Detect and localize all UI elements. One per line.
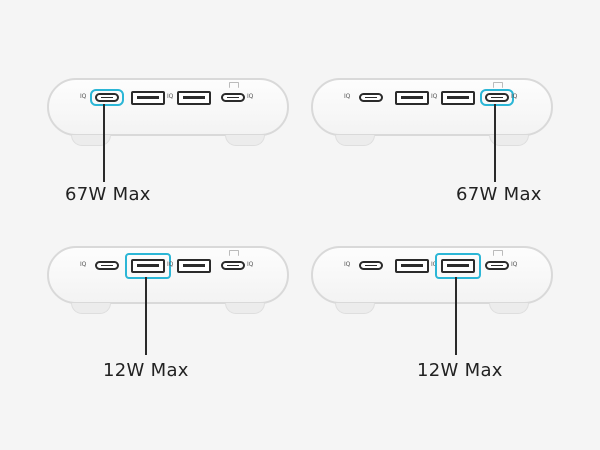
usb-c-port-1 bbox=[95, 261, 119, 270]
device-foot bbox=[335, 303, 375, 314]
led-indicator bbox=[493, 250, 503, 256]
power-label: 67W Max bbox=[65, 184, 151, 205]
power-label: 12W Max bbox=[417, 360, 503, 381]
callout-line bbox=[455, 277, 457, 355]
device-foot bbox=[489, 303, 529, 314]
usb-a-port-2 bbox=[441, 259, 475, 273]
device-foot bbox=[225, 135, 265, 146]
usb-a-port-2 bbox=[177, 259, 211, 273]
usb-c-port-2 bbox=[221, 93, 245, 102]
power-bank-bottom-right: IQ IQ IQ bbox=[311, 246, 553, 314]
power-bank-bottom-left: IQ IQ IQ bbox=[47, 246, 289, 314]
usb-c-port-1 bbox=[359, 261, 383, 270]
power-label: 67W Max bbox=[456, 184, 542, 205]
led-indicator bbox=[493, 82, 503, 88]
usb-a-port-1 bbox=[395, 259, 429, 273]
iq-marking: IQ bbox=[511, 261, 518, 268]
power-bank-top-left: IQ IQ IQ bbox=[47, 78, 289, 146]
callout-line bbox=[103, 104, 105, 182]
usb-c-port-2 bbox=[485, 261, 509, 270]
usb-c-port-1 bbox=[95, 93, 119, 102]
iq-marking: IQ bbox=[167, 261, 174, 268]
usb-a-port-2 bbox=[177, 91, 211, 105]
device-foot bbox=[225, 303, 265, 314]
iq-marking: IQ bbox=[167, 93, 174, 100]
device-foot bbox=[71, 303, 111, 314]
callout-line bbox=[145, 277, 147, 355]
device-foot bbox=[335, 135, 375, 146]
iq-marking: IQ bbox=[247, 261, 254, 268]
callout-line bbox=[494, 104, 496, 182]
led-indicator bbox=[229, 250, 239, 256]
usb-a-port-1 bbox=[131, 91, 165, 105]
highlight-usb-a-port-2 bbox=[435, 253, 481, 279]
usb-c-port-1 bbox=[359, 93, 383, 102]
usb-a-port-1 bbox=[395, 91, 429, 105]
iq-marking: IQ bbox=[80, 93, 87, 100]
highlight-usb-a-port-1 bbox=[125, 253, 171, 279]
iq-marking: IQ bbox=[431, 261, 438, 268]
usb-c-port-2 bbox=[485, 93, 509, 102]
power-bank-top-right: IQ IQ IQ bbox=[311, 78, 553, 146]
highlight-usb-c-port-2 bbox=[480, 89, 514, 106]
usb-a-port-1 bbox=[131, 259, 165, 273]
power-label: 12W Max bbox=[103, 360, 189, 381]
highlight-usb-c-port-1 bbox=[90, 89, 124, 106]
usb-a-port-2 bbox=[441, 91, 475, 105]
iq-marking: IQ bbox=[511, 93, 518, 100]
iq-marking: IQ bbox=[247, 93, 254, 100]
device-foot bbox=[71, 135, 111, 146]
usb-c-port-2 bbox=[221, 261, 245, 270]
iq-marking: IQ bbox=[344, 261, 351, 268]
iq-marking: IQ bbox=[431, 93, 438, 100]
led-indicator bbox=[229, 82, 239, 88]
iq-marking: IQ bbox=[344, 93, 351, 100]
iq-marking: IQ bbox=[80, 261, 87, 268]
